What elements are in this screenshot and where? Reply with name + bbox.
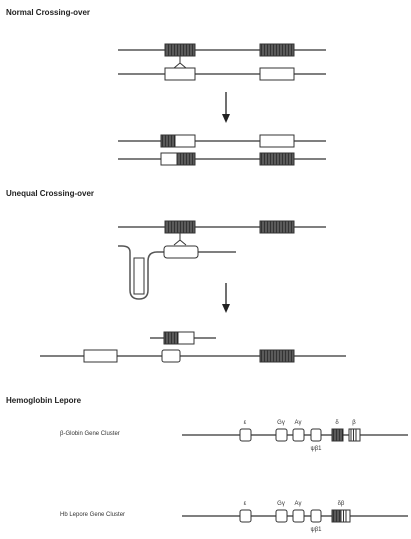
g-gamma-gene-box [275, 428, 288, 442]
unequal-arrow [222, 283, 230, 313]
crossover-connector [173, 233, 187, 246]
psi-beta-gene-box [310, 509, 322, 523]
gene-label-g-gamma: Gγ [277, 501, 285, 507]
open-gene-box-vertical [133, 257, 145, 295]
open-gene-part [160, 152, 178, 166]
beta-globin-gene-cluster: ε Gγ Aγ ψβ1 δ β [182, 420, 408, 452]
hatched-gene-box [259, 43, 295, 57]
hemoglobin-lepore-heading: Hemoglobin Lepore [6, 396, 82, 405]
gene-label-delta: δ [335, 420, 339, 426]
psi-beta-gene-box [310, 428, 322, 442]
gene-label-g-gamma: Gγ [277, 420, 285, 426]
crossover-connector [173, 56, 187, 69]
normal-crossing-over-heading: Normal Crossing-over [6, 8, 91, 17]
open-gene-box [83, 349, 118, 363]
normal-crossing-after [118, 134, 326, 166]
hatched-gene-part [160, 134, 176, 148]
g-gamma-gene-box [275, 509, 288, 523]
gene-label-a-gamma: Aγ [294, 420, 301, 426]
hatched-gene-box [164, 43, 196, 57]
epsilon-gene-box [239, 509, 252, 523]
beta-gene-box [348, 428, 361, 442]
unequal-crossing-before [118, 220, 326, 300]
unequal-crossing-over-heading: Unequal Crossing-over [6, 189, 95, 198]
hatched-gene-box [259, 152, 295, 166]
open-gene-part [174, 134, 196, 148]
normal-arrow [222, 92, 230, 123]
hatched-gene-box [259, 220, 295, 234]
a-gamma-gene-box [292, 509, 305, 523]
open-gene-part [177, 331, 195, 345]
open-gene-box [259, 134, 295, 148]
delta-gene-box [331, 428, 344, 442]
open-gene-box [163, 245, 199, 259]
looped-chromosome-line [118, 245, 236, 300]
hb-lepore-cluster-label: Hb Lepore Gene Cluster [60, 512, 126, 518]
hatched-gene-part [163, 331, 179, 345]
normal-crossing-before [118, 43, 326, 81]
open-gene-box [161, 349, 181, 363]
gene-label-epsilon: ε [244, 420, 247, 426]
gene-label-epsilon: ε [244, 501, 247, 507]
open-gene-box [164, 67, 196, 81]
delta-beta-hatched-part [331, 509, 342, 523]
open-gene-box [259, 67, 295, 81]
hatched-gene-box [164, 220, 196, 234]
hb-lepore-gene-cluster: ε Gγ Aγ ψβ1 δβ [182, 501, 408, 533]
gene-label-a-gamma: Aγ [294, 501, 301, 507]
hatched-gene-part [176, 152, 196, 166]
gene-label-beta: β [352, 420, 356, 426]
gene-label-psi-beta: ψβ1 [310, 446, 322, 452]
hatched-gene-box [259, 349, 295, 363]
a-gamma-gene-box [292, 428, 305, 442]
gene-label-psi-beta: ψβ1 [310, 527, 322, 533]
gene-label-delta-beta: δβ [338, 501, 345, 507]
epsilon-gene-box [239, 428, 252, 442]
unequal-crossing-after [40, 331, 346, 363]
beta-globin-cluster-label: β-Globin Gene Cluster [60, 431, 120, 437]
